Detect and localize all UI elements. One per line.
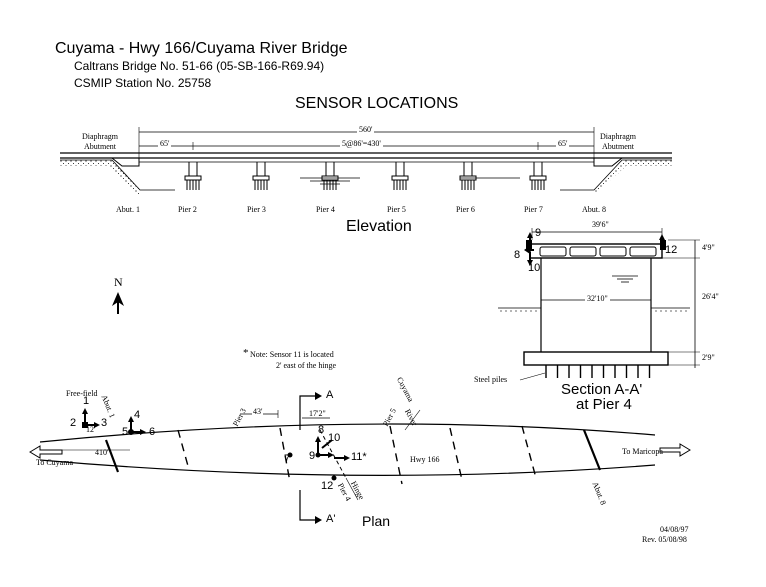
to-cuyama-label: To Cuyama — [36, 458, 73, 467]
abutment-right-label-2: Abutment — [602, 142, 634, 151]
section-mark-a-prime: A' — [326, 513, 336, 525]
support-pier-5: Pier 5 — [387, 205, 406, 214]
section-depth-dim: 4'9" — [702, 243, 715, 252]
deck-sensor-9: 9 — [309, 450, 316, 462]
free-field-sensor-1: 1 — [83, 395, 90, 407]
to-maricopa-label: To Maricopa — [622, 447, 663, 456]
date-line-1: 04/08/97 — [660, 525, 689, 534]
section-width-dim: 39'6" — [590, 220, 611, 229]
elevation-pier-5 — [391, 162, 409, 190]
abutment-left-label-1: Diaphragm — [82, 132, 118, 141]
support-pier-7: Pier 7 — [524, 205, 543, 214]
support-pier-6: Pier 6 — [456, 205, 475, 214]
support-pier-3: Pier 3 — [247, 205, 266, 214]
hinge-dim: 17'2" — [309, 409, 326, 418]
note-line-1: Note: Sensor 11 is located — [250, 350, 334, 359]
section-pier-height-dim: 26'4" — [702, 292, 719, 301]
abut-1-sensor-6: 6 — [149, 426, 156, 438]
section-sensor-12: 12 — [665, 244, 678, 256]
section-pier-width-dim: 32'10" — [585, 294, 610, 303]
abut-1-sensor-5: 5 — [122, 426, 129, 438]
north-label: N — [114, 275, 123, 289]
section-caption-2: at Pier 4 — [576, 396, 632, 413]
abutment-right-label-1: Diaphragm — [600, 132, 636, 141]
elevation-pier-2 — [184, 162, 202, 190]
support-abut-1: Abut. 1 — [116, 205, 140, 214]
deck-sensor-7: 7 — [284, 453, 291, 465]
support-abut-8: Abut. 8 — [582, 205, 606, 214]
elevation-view — [60, 127, 672, 196]
section-sensor-8: 8 — [514, 249, 521, 261]
support-pier-4: Pier 4 — [316, 205, 335, 214]
mid-spans-dim: 5@86'=430' — [340, 139, 383, 148]
deck-sensor-11: 11* — [351, 451, 367, 463]
elevation-pier-6 — [459, 162, 477, 190]
section-sensor-10: 10 — [528, 262, 541, 274]
support-pier-2: Pier 2 — [178, 205, 197, 214]
drawing-title: Cuyama - Hwy 166/Cuyama River Bridge — [55, 40, 348, 57]
steel-piles-label: Steel piles — [474, 375, 508, 384]
date-line-2: Rev. 05/08/98 — [642, 535, 687, 544]
deck-sensor-12: 12 — [321, 480, 334, 492]
plan-view — [29, 392, 691, 524]
section-caption-1: Section A-A' — [561, 381, 643, 398]
hwy-166-label: Hwy 166 — [410, 455, 440, 464]
note-line-2: 2' east of the hinge — [276, 361, 337, 370]
end-span-right-dim: 65' — [556, 139, 570, 148]
north-arrow — [112, 292, 124, 314]
free-field-sensor-2: 2 — [70, 417, 77, 429]
free-field-distance-dim: 410' — [95, 448, 109, 457]
elevation-pier-3 — [252, 162, 270, 190]
elevation-pier-4 — [321, 162, 339, 190]
end-span-left-dim: 65' — [158, 139, 172, 148]
deck-sensor-10: 10 — [328, 432, 341, 444]
abut-1-sensor-4: 4 — [134, 409, 141, 421]
section-mark-a: A — [326, 389, 334, 401]
section-sensor-9: 9 — [535, 227, 542, 239]
station-number: CSMIP Station No. 25758 — [74, 76, 212, 90]
free-field-label: Free-field — [66, 389, 98, 398]
free-field-sensor-3: 3 — [101, 417, 108, 429]
elevation-caption: Elevation — [346, 218, 412, 235]
deck-sensor-8: 8 — [318, 424, 325, 436]
plan-caption: Plan — [362, 513, 391, 529]
bridge-number: Caltrans Bridge No. 51-66 (05-SB-166-R69… — [74, 59, 325, 73]
note-mark: * — [243, 347, 249, 359]
section-footing-dim: 2'9" — [702, 353, 715, 362]
free-field-offset-dim: 12' — [86, 425, 96, 434]
total-length-dim: 560' — [357, 125, 375, 134]
elevation-pier-7 — [529, 162, 547, 190]
pier-3-dim: 43' — [252, 407, 264, 416]
sensor-locations-heading: SENSOR LOCATIONS — [295, 95, 459, 112]
abutment-left-label-2: Abutment — [84, 142, 116, 151]
